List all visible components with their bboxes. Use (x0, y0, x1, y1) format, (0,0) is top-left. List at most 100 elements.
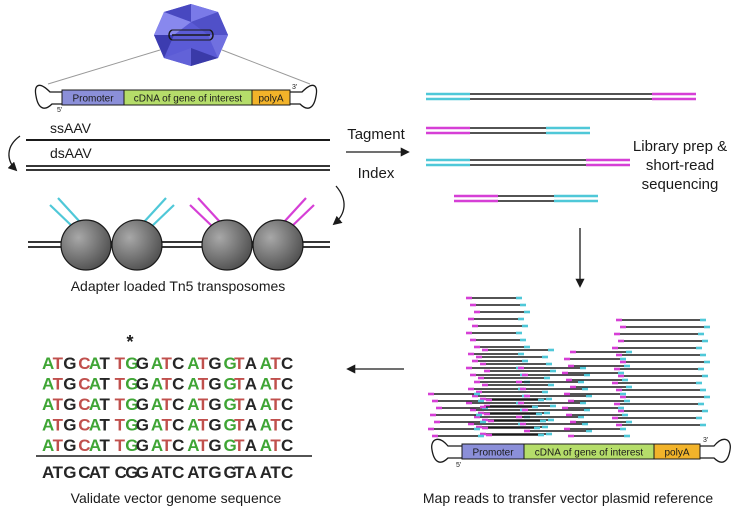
reference-base: C (281, 463, 293, 482)
read-base: T (115, 436, 126, 455)
read-base: G (125, 436, 138, 455)
read-base: C (78, 395, 90, 414)
read-base: A (187, 375, 199, 394)
read-base: C (281, 436, 293, 455)
read-base: G (136, 416, 149, 435)
read-base: A (151, 436, 163, 455)
read-base: T (162, 395, 173, 414)
read-base: T (270, 354, 281, 373)
read-base: C (78, 416, 90, 435)
read-base: A (260, 395, 272, 414)
read-base: G (136, 436, 149, 455)
read-base: A (260, 436, 272, 455)
read-base: A (89, 354, 101, 373)
read-base: G (224, 375, 237, 394)
read-base: T (198, 436, 209, 455)
read-base: C (172, 395, 184, 414)
read-base: C (172, 416, 184, 435)
dsaav-label: dsAAV (50, 145, 92, 161)
vector-construct-bottom: Promoter cDNA of gene of interest polyA … (431, 437, 731, 469)
tn5-transposomes (28, 197, 330, 271)
five-prime-label: 5' (456, 462, 461, 469)
tagmented-fragments (426, 92, 696, 203)
read-base: G (63, 416, 76, 435)
read-pileup (428, 296, 710, 438)
cdna-label: cDNA of gene of interest (535, 448, 644, 459)
library-prep-label-line3: sequencing (642, 176, 719, 193)
read-base: T (270, 375, 281, 394)
read-base: G (208, 354, 221, 373)
read-base: T (234, 416, 245, 435)
polya-box (251, 89, 291, 106)
read-base: A (42, 395, 54, 414)
read-base: T (53, 354, 64, 373)
vector-construct-top: Promoter cDNA of gene of interest polyA … (34, 84, 318, 114)
index-label: Index (358, 165, 395, 182)
read-base: T (115, 354, 126, 373)
polya-label: polyA (664, 448, 689, 459)
reference-base: G (63, 463, 76, 482)
read-base: T (53, 375, 64, 394)
read-base: C (172, 354, 184, 373)
reference-base: T (234, 463, 245, 482)
ssaav-label: ssAAV (50, 120, 92, 136)
read-base: C (172, 436, 184, 455)
read-base: A (187, 354, 199, 373)
read-base: T (100, 354, 111, 373)
read-base: T (53, 436, 64, 455)
read-base: T (234, 375, 245, 394)
read-base: A (151, 416, 163, 435)
read-base: T (162, 436, 173, 455)
reference-base: A (260, 463, 272, 482)
read-base: A (187, 416, 199, 435)
read-base: G (224, 436, 237, 455)
five-prime-label: 5' (57, 107, 62, 114)
read-base: A (89, 436, 101, 455)
read-base: G (136, 354, 149, 373)
read-base: A (245, 395, 257, 414)
reference-base: G (224, 463, 237, 482)
validate-caption: Validate vector genome sequence (71, 490, 282, 506)
read-base: G (125, 354, 138, 373)
adapter-caption: Adapter loaded Tn5 transposomes (71, 278, 286, 294)
zoom-line-right (221, 49, 311, 85)
cdna-label: cDNA of gene of interest (134, 94, 243, 105)
read-base: A (245, 375, 257, 394)
read-base: A (42, 375, 54, 394)
reference-base: G (125, 463, 138, 482)
read-base: C (172, 375, 184, 394)
three-prime-label: 3' (292, 84, 297, 91)
read-base: A (42, 354, 54, 373)
read-base: T (115, 395, 126, 414)
tn5-bead (60, 219, 112, 271)
read-base: G (208, 375, 221, 394)
read-base: G (208, 395, 221, 414)
read-base: A (89, 395, 101, 414)
reference-base: C (78, 463, 90, 482)
read-base: T (198, 395, 209, 414)
reference-base: G (208, 463, 221, 482)
read-base: A (89, 375, 101, 394)
read-base: G (224, 354, 237, 373)
read-base: A (260, 416, 272, 435)
reference-base: A (245, 463, 257, 482)
reference-base: A (187, 463, 199, 482)
map-reads-caption: Map reads to transfer vector plasmid ref… (423, 490, 713, 506)
reference-base: A (89, 463, 101, 482)
reference-base: T (53, 463, 64, 482)
tn5-bead (252, 219, 304, 271)
read-base: T (115, 375, 126, 394)
read-base: G (224, 416, 237, 435)
reference-base: T (270, 463, 281, 482)
promoter-label: Promoter (472, 448, 514, 459)
curved-arrow-right (332, 185, 345, 226)
aav-capsid-icon (154, 4, 228, 66)
read-base: T (100, 395, 111, 414)
library-prep-label-line1: Library prep & (633, 138, 727, 155)
tn5-bead (111, 219, 163, 271)
three-prime-label: 3' (703, 437, 708, 444)
reference-base: C (172, 463, 184, 482)
read-base: A (245, 436, 257, 455)
read-base: A (187, 395, 199, 414)
